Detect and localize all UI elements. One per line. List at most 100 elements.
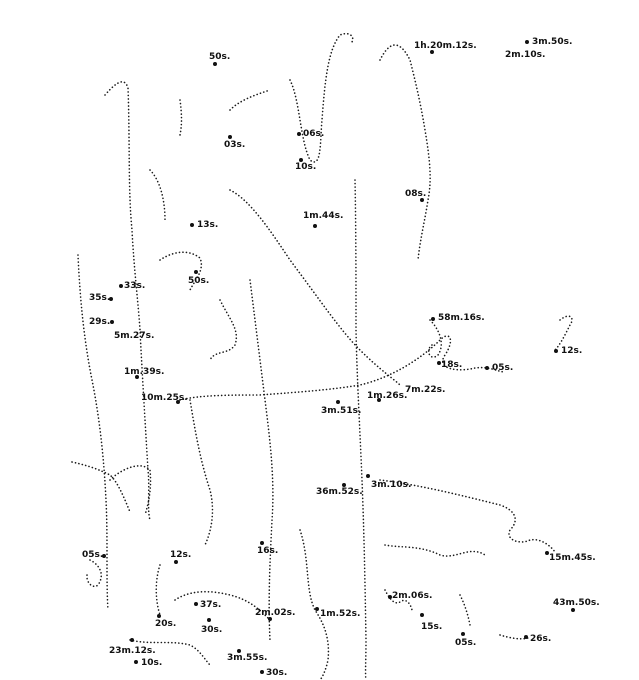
marker-18 xyxy=(554,349,558,353)
label-38: 15s. xyxy=(421,622,443,632)
marker-12 xyxy=(119,284,123,288)
marker-34 xyxy=(268,617,272,621)
track-hline xyxy=(71,461,131,513)
label-18: 12s. xyxy=(561,346,583,356)
marker-6 xyxy=(297,132,301,136)
label-30: 15m.45s. xyxy=(549,553,596,563)
label-1: 50s. xyxy=(209,52,231,62)
track-mid-left-curve xyxy=(189,399,214,546)
label-9: 13s. xyxy=(197,220,219,230)
marker-20 xyxy=(135,375,139,379)
track-mid-hook xyxy=(209,299,238,361)
label-27: 05s. xyxy=(82,550,104,560)
track-center-left xyxy=(249,279,274,641)
marker-30 xyxy=(545,551,549,555)
label-22: 7m.22s. xyxy=(405,385,446,395)
track-long-diag xyxy=(379,479,556,553)
label-13: 35s. xyxy=(89,293,111,303)
marker-9 xyxy=(190,223,194,227)
track-left-bottom xyxy=(86,559,102,588)
label-26: 36m.52s. xyxy=(316,487,363,497)
label-42: 10s. xyxy=(141,658,163,668)
marker-2 xyxy=(430,50,434,54)
label-21: 10m.25s. xyxy=(141,393,188,403)
marker-37 xyxy=(207,618,211,622)
label-17: 18s. xyxy=(441,360,463,370)
marker-17 xyxy=(437,361,441,365)
label-37: 30s. xyxy=(201,625,223,635)
track-bottom-right2 xyxy=(459,594,471,626)
label-40: 26s. xyxy=(530,634,552,644)
marker-29 xyxy=(260,541,264,545)
marker-24 xyxy=(336,400,340,404)
label-34: 2m.02s. xyxy=(255,608,296,618)
marker-35 xyxy=(315,607,319,611)
marker-32 xyxy=(571,608,575,612)
track-lower-wiggle xyxy=(384,544,486,557)
label-32: 43m.50s. xyxy=(553,598,600,608)
label-36: 20s. xyxy=(155,619,177,629)
track-top-arc xyxy=(229,89,271,111)
marker-10 xyxy=(313,224,317,228)
track-left-branch xyxy=(109,465,152,516)
marker-8 xyxy=(420,198,424,202)
track-mid-upper-arc xyxy=(159,251,203,291)
marker-19 xyxy=(485,366,489,370)
label-2: 1h.20m.12s. xyxy=(414,41,477,51)
label-14: 29s. xyxy=(89,317,111,327)
label-12: 33s. xyxy=(124,281,146,291)
track-upper-mid xyxy=(289,32,354,163)
label-35: 1m.52s. xyxy=(320,609,361,619)
marker-27 xyxy=(102,554,106,558)
track-left-long xyxy=(104,81,151,521)
marker-1 xyxy=(213,62,217,66)
label-11: 50s. xyxy=(188,276,210,286)
marker-26 xyxy=(342,483,346,487)
label-7: 10s. xyxy=(295,162,317,172)
track-upper-right xyxy=(379,44,431,261)
label-44: 30s. xyxy=(266,668,288,678)
track-lower-left-curve xyxy=(155,564,161,616)
marker-14 xyxy=(110,320,114,324)
marker-13 xyxy=(109,297,113,301)
label-41: 23m.12s. xyxy=(109,646,156,656)
marker-31 xyxy=(388,595,392,599)
marker-44 xyxy=(260,670,264,674)
label-16: 58m.16s. xyxy=(438,313,485,323)
marker-43 xyxy=(237,649,241,653)
track-right-small-hook xyxy=(554,315,573,351)
label-4: 2m.10s. xyxy=(505,50,546,60)
label-19: 05s. xyxy=(492,363,514,373)
track-right-loop xyxy=(427,319,442,358)
track-upper-left-hook xyxy=(179,99,183,136)
marker-23 xyxy=(377,398,381,402)
label-5: 03s. xyxy=(224,140,246,150)
label-25: 3m.10s. xyxy=(371,480,412,490)
track-far-left xyxy=(77,254,109,611)
label-39: 05s. xyxy=(455,638,477,648)
label-24: 3m.51s. xyxy=(321,406,362,416)
track-bottom-center xyxy=(299,529,330,680)
marker-3 xyxy=(525,40,529,44)
marker-36 xyxy=(157,614,161,618)
marker-42 xyxy=(134,660,138,664)
marker-5 xyxy=(228,135,232,139)
label-28: 12s. xyxy=(170,550,192,560)
label-10: 1m.44s. xyxy=(303,211,344,221)
marker-40 xyxy=(524,635,528,639)
label-15: 5m.27s. xyxy=(114,331,155,341)
label-8: 08s. xyxy=(405,189,427,199)
track-upper-left-curve xyxy=(149,169,166,221)
label-29: 16s. xyxy=(257,546,279,556)
track-center-diag xyxy=(229,189,401,386)
marker-25 xyxy=(366,474,370,478)
marker-21 xyxy=(176,400,180,404)
label-43: 3m.55s. xyxy=(227,653,268,663)
marker-41 xyxy=(130,638,134,642)
marker-38 xyxy=(420,613,424,617)
track-bottom-left2 xyxy=(174,590,271,621)
label-31: 2m.06s. xyxy=(392,591,433,601)
label-33: 37s. xyxy=(200,600,222,610)
